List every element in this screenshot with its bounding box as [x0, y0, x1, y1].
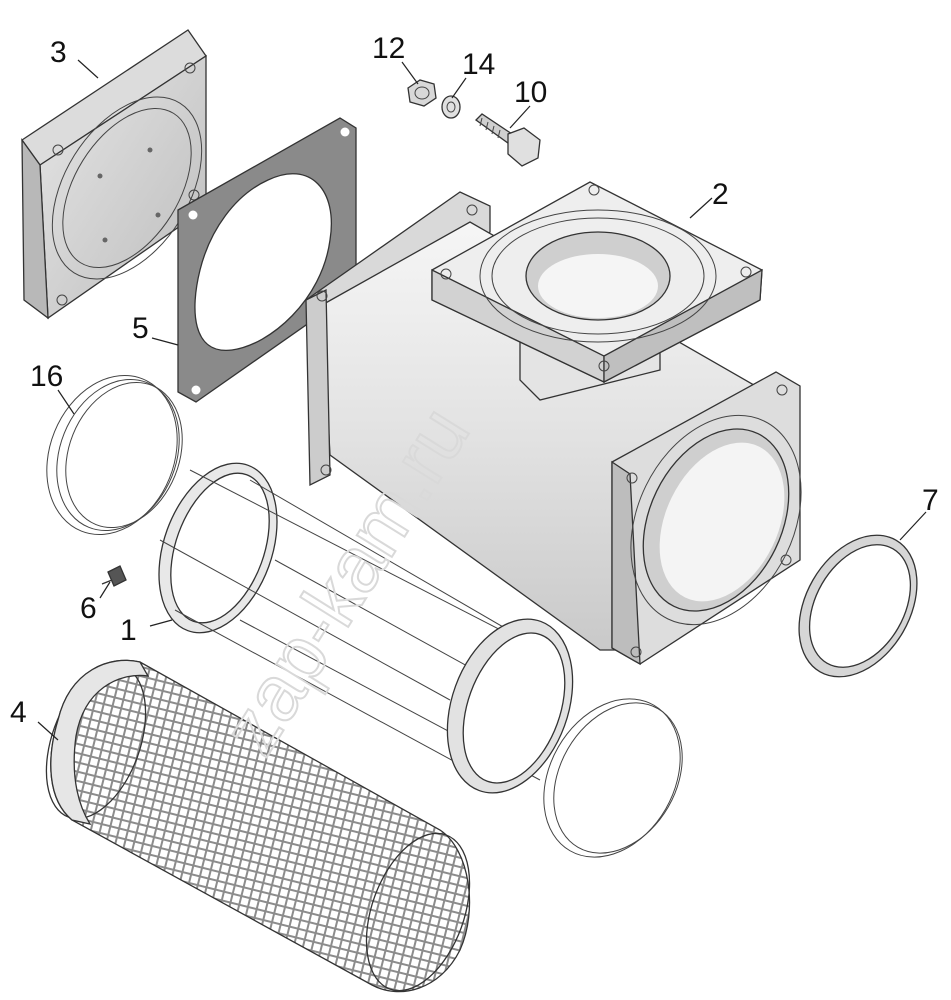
bolt-part-10	[475, 113, 541, 167]
callout-4: 4	[10, 696, 27, 729]
leader-lines	[37, 59, 927, 741]
callout-2: 2	[712, 178, 729, 211]
callout-7: 7	[922, 484, 939, 517]
callout-10: 10	[514, 76, 547, 109]
callout-1: 1	[120, 614, 137, 647]
callout-5: 5	[132, 312, 149, 345]
nut-part-12	[407, 79, 437, 107]
cage-frame-part-1	[158, 462, 574, 794]
callout-14: 14	[462, 48, 495, 81]
screw-part-6	[101, 565, 127, 587]
callout-16: 16	[30, 360, 63, 393]
housing-part-2	[305, 181, 802, 666]
seal-ring-part-7	[798, 534, 918, 678]
ring-lower	[543, 698, 683, 858]
callout-labels: 3 12 14 10 2 5 16 7 6 1 4	[10, 32, 939, 729]
washer-part-14	[441, 95, 461, 119]
callout-3: 3	[50, 36, 67, 69]
gasket-part-5	[177, 117, 357, 403]
mesh-screen-part-4	[45, 659, 471, 993]
ring-part-16	[46, 375, 183, 535]
cover-plate-part-3	[21, 29, 207, 320]
callout-6: 6	[80, 592, 97, 625]
callout-12: 12	[372, 32, 405, 65]
